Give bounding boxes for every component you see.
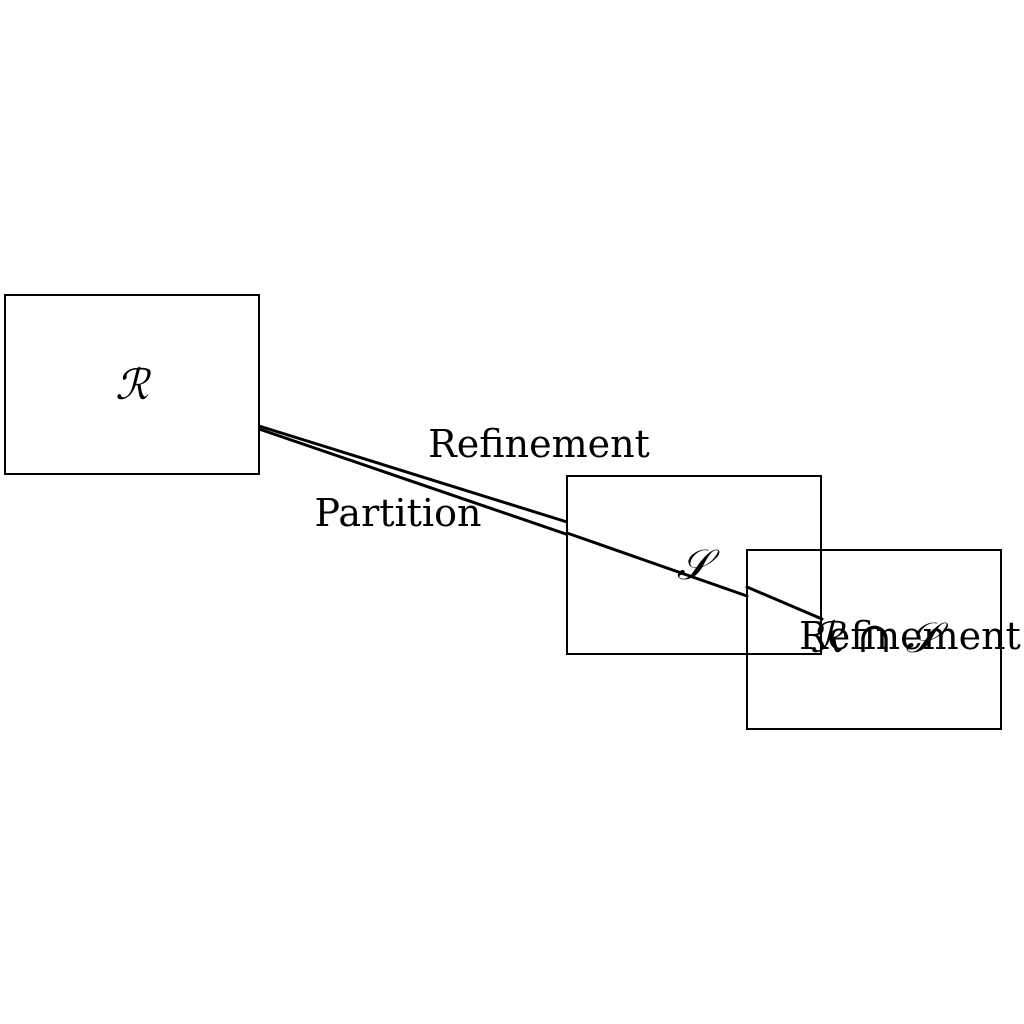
node-rs-box [746,549,1002,730]
edge-refinement-s-to-rs [745,585,824,621]
edge-label-refinement-right: Refinement [799,614,1021,658]
edge-label-refinement-top: Refinement [428,422,650,466]
node-rs-label: ℛ ∩ 𝒮 [810,613,948,662]
node-rs: ℛ ∩ 𝒮 [745,549,1002,730]
node-r: ℛ [4,294,260,475]
edge-refinement-r-to-s [257,424,569,524]
node-s: 𝒮 [565,475,822,655]
edge-label-partition: Partition [315,491,482,535]
node-r-box [4,294,260,475]
edge-inside-s [565,531,749,598]
node-r-label: ℛ [115,360,151,409]
node-s-box [566,475,822,655]
